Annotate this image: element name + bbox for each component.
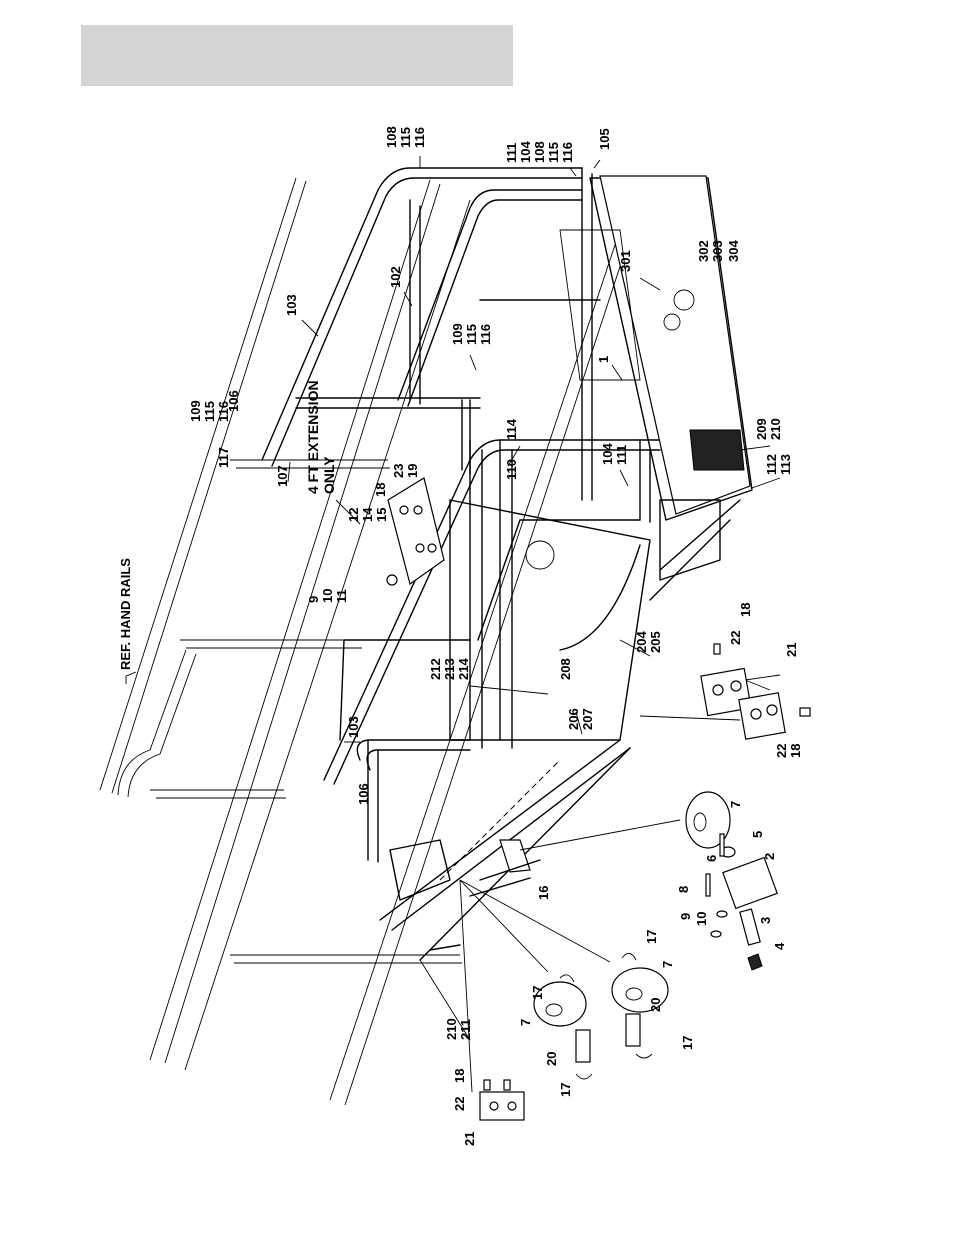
- callout-label-113: 113: [778, 454, 793, 475]
- callout-label-102: 102: [388, 266, 403, 288]
- callout-label-116d: 116: [216, 401, 231, 422]
- callout-label-112: 112: [764, 454, 779, 475]
- callout-label-116c: 116: [478, 324, 493, 345]
- callout-label-7a: 7: [728, 801, 743, 808]
- callout-label-214: 214: [456, 658, 471, 680]
- callout-label-105: 105: [597, 128, 612, 150]
- callout-label-17d: 17: [558, 1083, 573, 1097]
- callout-label-212: 212: [428, 658, 443, 680]
- callout-label-103a: 103: [284, 294, 299, 316]
- callout-label-17c: 17: [680, 1036, 695, 1050]
- callout-label-20a: 20: [648, 998, 663, 1012]
- callout-label-19: 19: [405, 464, 420, 478]
- callout-label-17a: 17: [644, 930, 659, 944]
- callout-label-204: 204: [634, 631, 649, 653]
- callout-label-2: 2: [762, 853, 777, 860]
- callout-label-22b: 22: [774, 744, 789, 758]
- callout-label-4ft2: ONLY: [321, 456, 337, 494]
- callout-label-210b: 210: [444, 1018, 459, 1040]
- callout-label-108a: 108: [384, 126, 399, 148]
- callout-label-6: 6: [704, 855, 719, 862]
- callout-label-211: 211: [458, 1019, 473, 1040]
- callout-label-111b: 111: [614, 445, 629, 465]
- callout-label-208: 208: [558, 658, 573, 680]
- callout-label-115a: 115: [398, 127, 413, 148]
- callout-label-11: 11: [334, 589, 349, 603]
- callout-label-8: 8: [676, 886, 691, 893]
- callout-label-18c: 18: [788, 744, 803, 758]
- callout-label-5: 5: [750, 831, 765, 838]
- title-banner: [81, 25, 513, 86]
- callout-label-17b: 17: [530, 986, 545, 1000]
- callout-label-209: 209: [754, 418, 769, 440]
- back-rail-frame: [261, 167, 601, 501]
- callout-label-4ft1: 4 FT EXTENSION: [305, 380, 321, 494]
- callout-label-20b: 20: [544, 1052, 559, 1066]
- callout-label-210a: 210: [768, 418, 783, 440]
- callout-label-18b: 18: [738, 603, 753, 617]
- callout-label-104b: 104: [600, 443, 615, 465]
- callout-label-9a: 9: [306, 596, 321, 603]
- callout-label-116a: 116: [412, 127, 427, 148]
- callout-label-103b: 103: [346, 716, 361, 738]
- callout-label-115c: 115: [464, 324, 479, 345]
- callout-label-111a: 111: [504, 143, 519, 163]
- callout-label-22c: 22: [452, 1097, 467, 1111]
- callout-label-22a: 22: [728, 631, 743, 645]
- platform-deck: [449, 175, 753, 741]
- lower-track: [379, 739, 631, 961]
- callout-label-104a: 104: [518, 141, 533, 163]
- callout-label-302: 302: [696, 240, 711, 262]
- callout-label-115b: 115: [546, 142, 561, 163]
- callout-label-108b: 108: [532, 141, 547, 163]
- callout-label-21a: 21: [784, 643, 799, 657]
- callout-label-206: 206: [566, 708, 581, 730]
- callout-label-205: 205: [648, 631, 663, 653]
- callout-label-106a: 106: [226, 390, 241, 412]
- callout-label-18d: 18: [452, 1069, 467, 1083]
- callout-label-114: 114: [504, 418, 519, 440]
- callout-label-21b: 21: [462, 1132, 477, 1146]
- callout-label-10b: 10: [694, 912, 709, 926]
- callout-label-115d: 115: [202, 401, 217, 422]
- callout-label-23: 23: [391, 464, 406, 478]
- callout-label-9b: 9: [678, 913, 693, 920]
- callout-label-207: 207: [580, 708, 595, 730]
- callout-label-303: 303: [710, 240, 725, 262]
- front-rail-frame: [323, 439, 661, 863]
- callout-label-12: 12: [346, 508, 361, 522]
- leader-lines: [125, 156, 781, 1093]
- callout-label-3: 3: [758, 917, 773, 924]
- callout-label-4: 4: [772, 942, 787, 950]
- callout-label-109b: 109: [188, 400, 203, 422]
- callout-label-107: 107: [275, 465, 290, 487]
- callout-label-106b: 106: [356, 783, 371, 805]
- extension-bracket: [386, 477, 445, 586]
- callout-label-110: 110: [504, 459, 519, 480]
- callout-label-7b: 7: [660, 961, 675, 968]
- callout-label-16: 16: [536, 886, 551, 900]
- callout-label-10a: 10: [320, 589, 335, 603]
- callout-label-109a: 109: [450, 323, 465, 345]
- exploded-hardware: [479, 643, 811, 1121]
- callout-label-301: 301: [618, 250, 633, 272]
- callout-label-116b: 116: [560, 142, 575, 163]
- callout-label-ref: REF. HAND RAILS: [118, 558, 133, 670]
- callout-label-15: 15: [374, 508, 389, 522]
- reference-hand-rails: [99, 177, 631, 1106]
- callout-label-117: 117: [216, 447, 231, 468]
- callout-label-304: 304: [726, 240, 741, 262]
- callout-label-1: 1: [596, 356, 611, 363]
- callout-label-213: 213: [442, 658, 457, 680]
- callout-label-18a: 18: [373, 483, 388, 497]
- callout-label-14: 14: [360, 507, 375, 522]
- callout-label-7c: 7: [518, 1019, 533, 1026]
